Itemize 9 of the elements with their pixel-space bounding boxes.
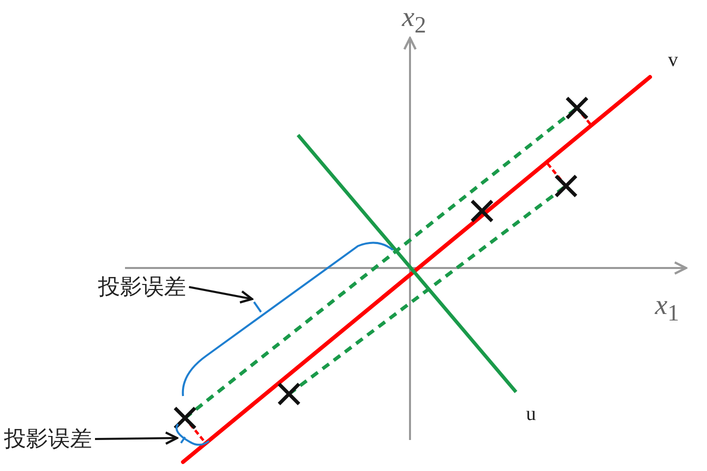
- leader-arrow: [188, 286, 254, 304]
- line-label: v: [668, 50, 678, 70]
- bracket: [176, 423, 210, 446]
- callout-label: 投影误差: [98, 276, 186, 298]
- callout-label: 投影误差: [4, 428, 92, 450]
- line-label: u: [526, 404, 536, 424]
- leader-arrow: [94, 431, 178, 445]
- axis-label: x$_{2}$: [402, 4, 426, 38]
- axis-label: x$_{1}$: [655, 292, 680, 326]
